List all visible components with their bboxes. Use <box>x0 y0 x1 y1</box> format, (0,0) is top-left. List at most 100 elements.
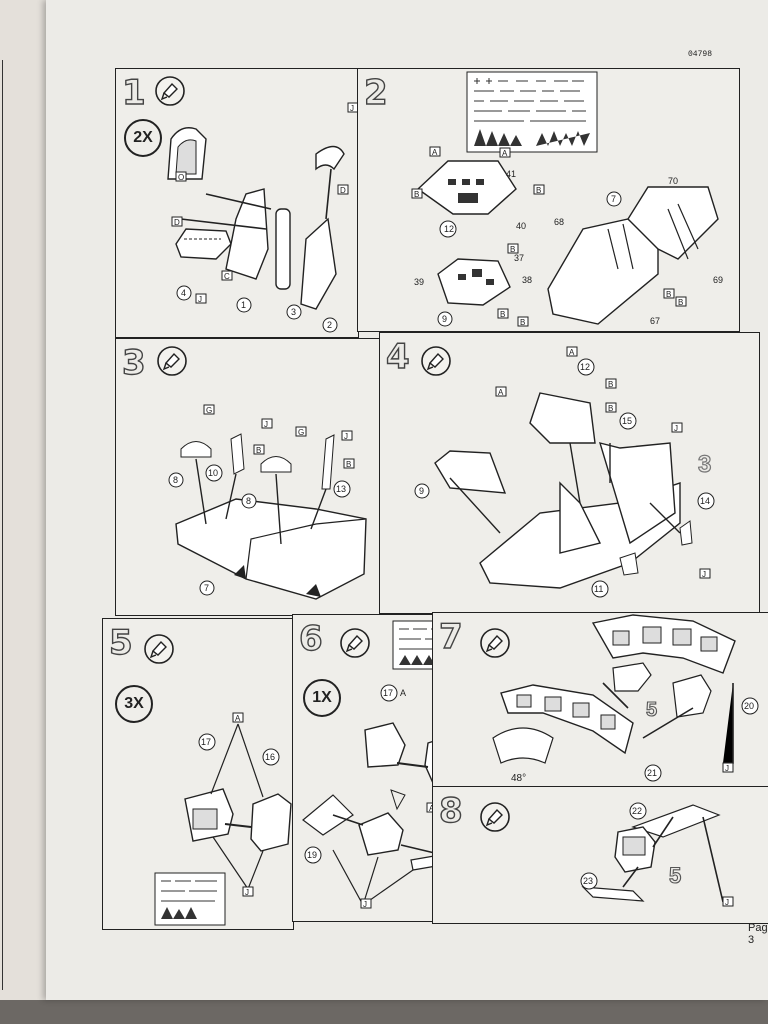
step-2-panel: 2 12 9 <box>357 68 740 332</box>
svg-text:9: 9 <box>419 486 424 496</box>
svg-text:B: B <box>608 380 613 389</box>
svg-text:68: 68 <box>554 217 564 227</box>
step-number: 1 <box>121 72 146 113</box>
svg-text:16: 16 <box>265 752 275 762</box>
decal-sheet-icon <box>466 71 598 153</box>
svg-text:B: B <box>500 310 505 319</box>
svg-text:B: B <box>678 298 683 307</box>
svg-text:A: A <box>498 388 504 397</box>
svg-text:15: 15 <box>622 416 632 426</box>
glue-tube-icon <box>144 634 174 664</box>
svg-text:J: J <box>264 420 268 429</box>
multiplier-badge: 1X <box>303 679 341 717</box>
svg-text:3: 3 <box>291 307 296 317</box>
svg-text:12: 12 <box>444 224 454 234</box>
multiplier-badge: 3X <box>115 685 153 723</box>
svg-text:37: 37 <box>514 253 524 263</box>
svg-text:17: 17 <box>201 737 211 747</box>
svg-text:19: 19 <box>307 850 317 860</box>
svg-text:J: J <box>350 104 354 113</box>
svg-text:14: 14 <box>700 496 710 506</box>
svg-text:B: B <box>414 190 419 199</box>
glue-tube-icon <box>155 76 185 106</box>
assembly-ref-number: 3 <box>697 450 712 478</box>
svg-text:67: 67 <box>650 316 660 326</box>
svg-text:21: 21 <box>647 768 657 778</box>
svg-text:8: 8 <box>173 475 178 485</box>
svg-text:13: 13 <box>336 484 346 494</box>
assembly-ref-number: 5 <box>668 862 682 888</box>
svg-text:J: J <box>725 764 729 773</box>
step-1-panel: 1 2X 1 2 3 <box>115 68 359 338</box>
svg-text:39: 39 <box>414 277 424 287</box>
svg-text:11: 11 <box>594 584 603 594</box>
glue-tube-icon <box>421 346 451 376</box>
svg-text:D: D <box>340 186 346 195</box>
step-number: 2 <box>363 72 388 113</box>
svg-text:J: J <box>702 570 706 579</box>
background-bottom <box>0 1000 768 1024</box>
step-1-diagram: 1 2 3 4 56 O D C J D J <box>167 102 358 333</box>
step-7-panel: 7 5 48° 20 21 J <box>432 612 768 788</box>
svg-text:8: 8 <box>246 496 251 506</box>
glue-tube-icon <box>157 346 187 376</box>
svg-text:23: 23 <box>583 876 593 886</box>
svg-text:41: 41 <box>506 169 516 179</box>
instruction-sheet: 04798 1 2X 1 <box>46 0 768 1000</box>
glue-tube-icon <box>340 628 370 658</box>
svg-text:7: 7 <box>204 583 209 593</box>
svg-text:40: 40 <box>516 221 526 231</box>
svg-text:A: A <box>432 148 438 157</box>
step-number: 4 <box>385 336 410 377</box>
step-5-diagram: 17 16 A J <box>154 712 292 926</box>
svg-text:22: 22 <box>632 806 642 816</box>
step-8-panel: 8 5 22 23 J <box>432 786 768 924</box>
glue-tube-icon <box>480 628 510 658</box>
step-8-diagram: 22 23 J <box>580 802 734 907</box>
step-number: 8 <box>438 790 463 831</box>
step-3-diagram: 8 10 8 13 7 G G J B J B <box>168 404 367 600</box>
svg-text:O: O <box>178 173 184 182</box>
svg-text:B: B <box>666 290 671 299</box>
svg-text:J: J <box>245 888 249 897</box>
svg-text:12: 12 <box>580 362 590 372</box>
svg-text:J: J <box>198 295 202 304</box>
angle-label: 48° <box>511 773 527 784</box>
svg-text:A: A <box>400 688 406 698</box>
svg-text:G: G <box>298 428 304 437</box>
multiplier-badge: 2X <box>124 119 162 157</box>
svg-text:D: D <box>174 218 180 227</box>
svg-text:1: 1 <box>241 300 246 310</box>
svg-text:J: J <box>674 424 678 433</box>
svg-text:C: C <box>224 272 230 281</box>
step-7-diagram: 20 21 J <box>492 614 759 782</box>
decal-sheet-icon <box>154 872 226 926</box>
step-6-diagram: 17A 16A 19 18 A J <box>302 620 472 909</box>
svg-text:4: 4 <box>181 288 186 298</box>
svg-text:J: J <box>363 900 367 909</box>
svg-text:70: 70 <box>668 176 678 186</box>
svg-text:A: A <box>569 348 575 357</box>
svg-text:17: 17 <box>383 688 393 698</box>
svg-text:B: B <box>536 186 541 195</box>
svg-text:B: B <box>520 318 525 327</box>
svg-text:7: 7 <box>611 194 616 204</box>
svg-text:2: 2 <box>327 320 332 330</box>
svg-text:69: 69 <box>713 275 723 285</box>
svg-text:J: J <box>725 898 729 907</box>
svg-text:A: A <box>502 149 508 158</box>
svg-text:B: B <box>256 446 261 455</box>
step-number: 7 <box>438 616 463 657</box>
svg-text:B: B <box>510 245 515 254</box>
svg-text:10: 10 <box>208 468 218 478</box>
page-number: Page 3 <box>748 922 768 946</box>
step-4-panel: 4 3 9 12 15 14 11 A A <box>379 332 760 614</box>
assembly-ref-number: 5 <box>645 698 658 721</box>
svg-text:G: G <box>206 406 212 415</box>
svg-text:A: A <box>235 714 241 723</box>
svg-text:9: 9 <box>442 314 447 324</box>
step-4-diagram: 9 12 15 14 11 A A B B J J <box>414 346 715 598</box>
step-number: 5 <box>108 622 133 663</box>
step-3-panel: 3 8 10 8 13 7 G G <box>115 338 381 616</box>
